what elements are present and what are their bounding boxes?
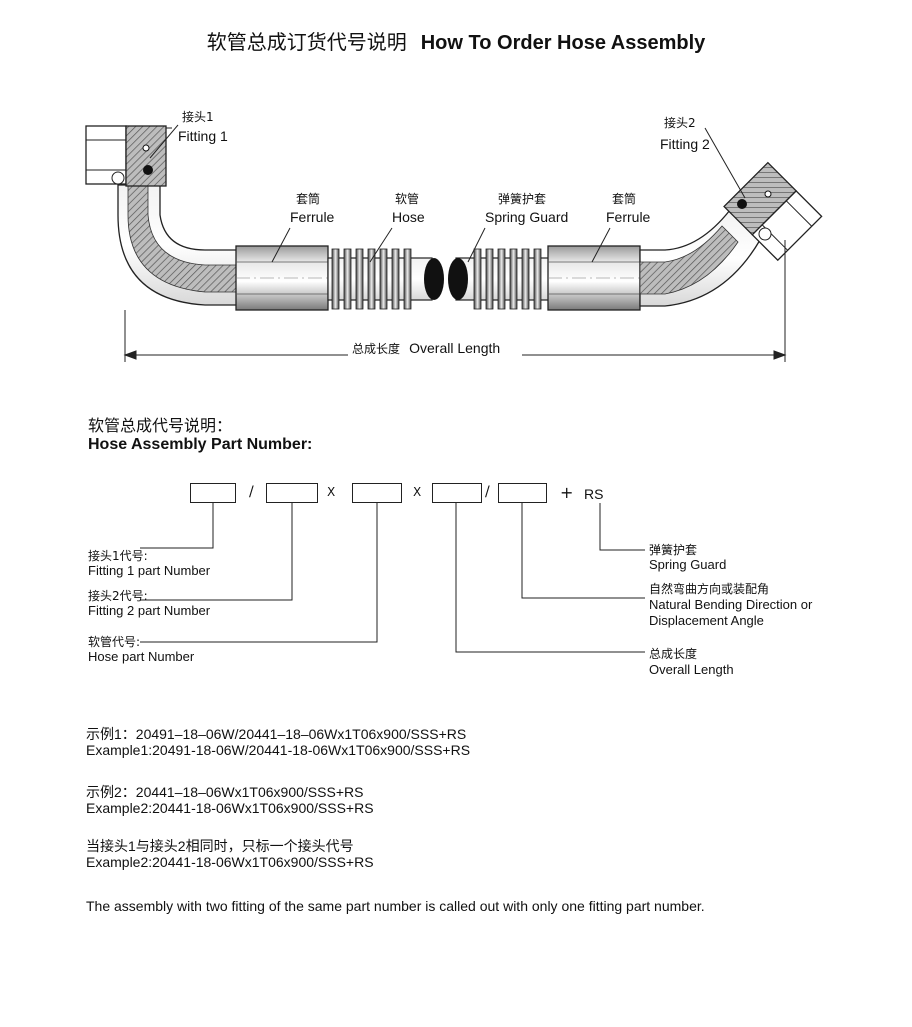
ferrule-left-label-cn: 套筒 — [296, 192, 321, 206]
part-number-leaders — [140, 503, 645, 653]
spring-guard-code-label-en: Spring Guard — [649, 557, 727, 572]
ferrule-right-label-en: Ferrule — [606, 209, 651, 225]
fitting2-code-box — [266, 483, 318, 503]
fitting2-code-label-en: Fitting 2 part Number — [88, 603, 211, 618]
example3-cn: 当接头1与接头2相同时，只标一个接头代号 — [86, 838, 354, 854]
overall-length-label: 总成长度 Overall Length — [352, 338, 500, 357]
fitting2-label-cn: 接头2 — [664, 116, 696, 130]
title-en: How To Order Hose Assembly — [420, 32, 706, 54]
ferrule-right-label-cn: 套筒 — [612, 192, 637, 206]
example3-en: Example2:20441-18-06Wx1T06x900/SSS+RS — [86, 854, 374, 870]
example2-en: Example2:20441-18-06Wx1T06x900/SSS+RS — [86, 800, 374, 816]
fitting-1-drawing — [85, 125, 241, 306]
hose-label-en: Hose — [392, 209, 425, 225]
hose-label-cn: 软管 — [395, 192, 420, 206]
length-code-label-en: Overall Length — [649, 662, 734, 677]
suffix-rs: RS — [584, 486, 604, 502]
part-number-heading-cn: 软管总成代号说明： — [88, 416, 233, 435]
overall-length-dimension — [123, 240, 787, 362]
example2-cn: 示例2：20441–18–06Wx1T06x900/SSS+RS — [86, 784, 364, 800]
spring-guard-label-en: Spring Guard — [485, 209, 569, 225]
separator-x-1: X — [327, 485, 336, 499]
bend-code-label-cn: 自然弯曲方向或装配角 — [649, 582, 770, 596]
example1-cn: 示例1：20491–18–06W/20441–18–06Wx1T06x900/S… — [86, 726, 467, 742]
hose-left-drawing — [327, 248, 444, 310]
leader-lines — [149, 124, 746, 263]
hose-code-label-en: Hose part Number — [88, 649, 195, 664]
fitting1-code-box — [190, 483, 236, 503]
ferrule-left-label-en: Ferrule — [290, 209, 335, 225]
ferrule-right-drawing — [547, 245, 641, 311]
fitting2-label-en: Fitting 2 — [660, 136, 710, 152]
separator-slash-1: / — [249, 484, 254, 500]
overall-length-en: Overall Length — [409, 340, 501, 356]
spring-guard-label-cn: 弹簧护套 — [498, 192, 547, 206]
length-code-label-cn: 总成长度 — [649, 647, 698, 661]
fitting1-code-label-cn: 接头1代号: — [88, 549, 148, 563]
fitting-2-drawing — [639, 161, 823, 307]
ferrule-left-drawing — [235, 245, 329, 311]
page-title: 软管总成订货代号说明 How To Order Hose Assembly — [0, 26, 912, 55]
note-text: The assembly with two fitting of the sam… — [86, 898, 705, 914]
hose-code-box — [352, 483, 402, 503]
fitting1-label-cn: 接头1 — [182, 110, 214, 124]
separator-x-2: X — [413, 485, 422, 499]
separator-plus: + — [560, 483, 574, 502]
fitting1-code-label-en: Fitting 1 part Number — [88, 563, 211, 578]
spring-guard-code-label-cn: 弹簧护套 — [649, 543, 698, 557]
part-number-heading-en: Hose Assembly Part Number: — [88, 436, 313, 453]
length-code-box — [432, 483, 482, 503]
fitting1-label-en: Fitting 1 — [178, 128, 228, 144]
bend-code-label-en-2: Displacement Angle — [649, 613, 764, 628]
hose-right-drawing — [448, 248, 551, 310]
bend-code-box — [498, 483, 547, 503]
example1-en: Example1:20491-18-06W/20441-18-06Wx1T06x… — [86, 742, 471, 758]
fitting2-code-label-cn: 接头2代号: — [88, 589, 148, 603]
overall-length-cn: 总成长度 — [352, 342, 401, 356]
hose-code-label-cn: 软管代号: — [88, 635, 141, 649]
separator-slash-2: / — [485, 484, 490, 500]
title-cn: 软管总成订货代号说明 — [206, 30, 407, 54]
bend-code-label-en-1: Natural Bending Direction or — [649, 597, 813, 612]
